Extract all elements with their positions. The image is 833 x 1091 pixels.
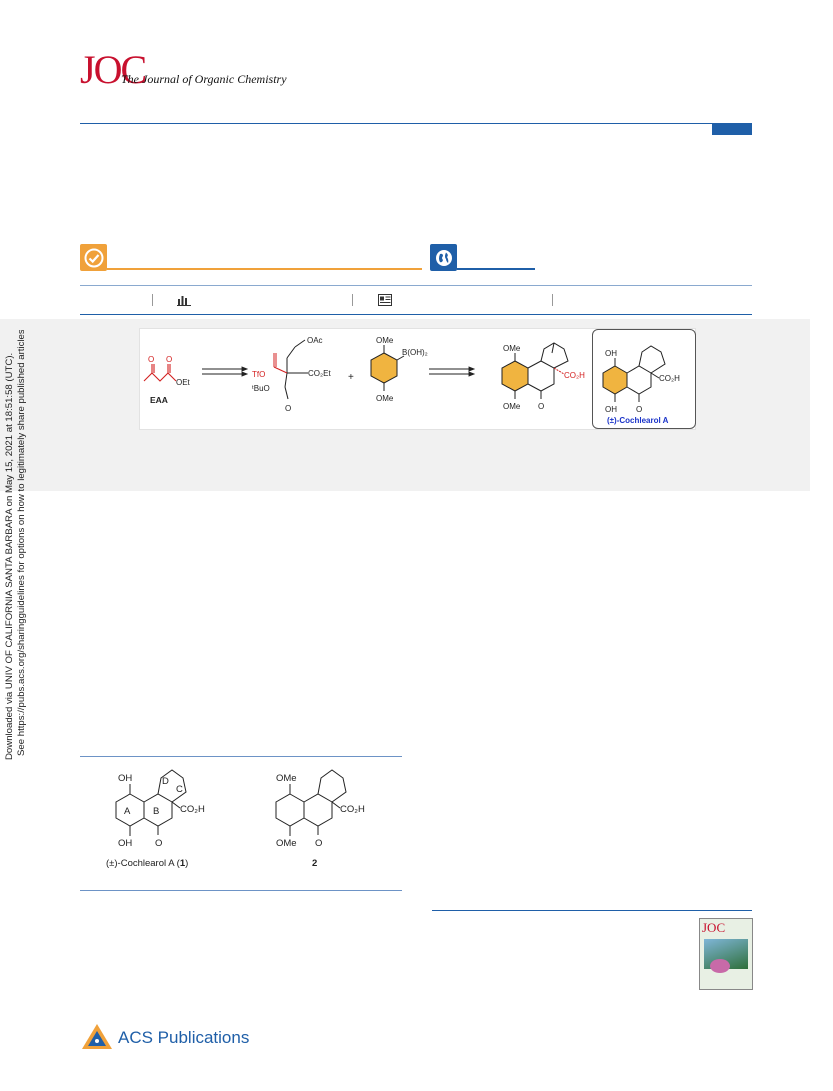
acetate-label: OAc [307,336,323,345]
tbu-ester-label: ᵗBuO [252,384,270,393]
journal-cover-thumbnail[interactable]: JOC [699,918,753,990]
ring-c-label: C [176,784,183,795]
check-circle-icon [84,248,103,267]
download-notice: Downloaded via UNIV OF CALIFORNIA SANTA … [2,327,32,760]
c2-acid-label: CO₂H [340,804,365,815]
product-methoxy-label: OMe [503,344,521,353]
publisher-name: ACS Publications [118,1028,250,1047]
c1-hydroxy-top: OH [118,773,132,784]
compound-2-caption: 2 [312,858,317,869]
figure-bottom-rule [80,890,402,891]
ring-d-label: D [162,776,169,787]
c2-methoxy-top: OMe [276,773,297,784]
article-type-tag [712,123,752,135]
eaa-oxygen-label: O [166,355,172,364]
hydroxy-label: OH [605,405,617,414]
bar-chart-icon[interactable] [177,294,191,306]
carbonyl-oxygen-label: O [285,404,291,413]
metrics-divider [152,294,153,306]
cover-art-detail [710,959,730,973]
natural-product-name: (±)-Cochlearol A [607,416,669,425]
product-methoxy-label: OMe [503,402,521,411]
article-recommendations-icon[interactable] [378,294,392,306]
c1-hydroxy-bottom: OH [118,838,132,849]
cite-bar [107,268,422,270]
ring-b-label: B [153,806,159,817]
globe-icon [435,249,452,266]
figure-1-structures: OH OH A B C D O CO₂H (±)-Cochlearol A (1… [106,769,365,869]
boronic-acid-label: B(OH)₂ [402,348,428,357]
compound-1-caption: (±)-Cochlearol A (1) [106,858,188,869]
eaa-oxygen-label: O [148,355,154,364]
c2-ketone-label: O [315,838,322,849]
metrics-divider [552,294,553,306]
ester-label: CO₂Et [308,369,331,378]
journal-logo: JOC [80,47,147,92]
hydroxy-label: OH [605,349,617,358]
c2-methoxy-bottom: OMe [276,838,297,849]
header-rule [80,123,752,124]
cover-title: JOC [702,920,726,935]
synthesis-scheme: O O OEt EAA OAc TfO CO₂Et ᵗBuO O [143,336,585,413]
ring-a-label: A [124,806,131,817]
ketone-oxygen-label: O [636,405,642,414]
open-access-bar [457,268,535,270]
product-acid-label: CO₂H [564,371,585,380]
received-rule [432,910,752,911]
natural-product-box: OH OH O CO₂H (±)-Cochlearol A [592,329,696,429]
download-notice-line2: See https://pubs.acs.org/sharingguidelin… [16,330,27,756]
acs-logo-icon [82,1024,112,1049]
triflate-label: TfO [252,370,265,379]
metrics-divider [352,294,353,306]
plus-sign: + [348,372,354,383]
c1-acid-label: CO₂H [180,804,205,815]
eaa-label: EAA [150,395,168,405]
metrics-top-rule [80,285,752,286]
cite-badge[interactable] [80,244,107,271]
figure-top-rule [80,756,402,757]
cochlearol-structure: OH OH O CO₂H (±)-Cochlearol A [602,345,680,425]
c1-ketone-label: O [155,838,162,849]
methoxy-label: OMe [376,394,394,403]
acid-label: CO₂H [659,374,680,383]
product-carbonyl-label: O [538,402,544,411]
methoxy-label: OMe [376,336,394,345]
eaa-ethoxy-label: OEt [176,378,191,387]
open-access-badge[interactable] [430,244,457,271]
metrics-bottom-rule [80,314,752,315]
download-notice-line1: Downloaded via UNIV OF CALIFORNIA SANTA … [4,353,15,760]
journal-title: The Journal of Organic Chemistry [121,72,287,86]
